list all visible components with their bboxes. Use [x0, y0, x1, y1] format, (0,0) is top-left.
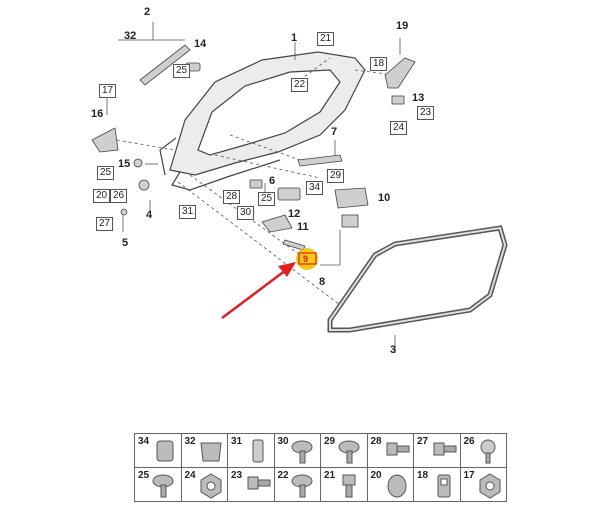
- callout-11: 11: [297, 221, 309, 233]
- callout-box-25-b: 25: [97, 166, 115, 180]
- table-cell: 21: [320, 467, 368, 502]
- table-cell: 27: [413, 433, 461, 468]
- table-cell: 31: [227, 433, 275, 468]
- part-number: 20: [370, 470, 382, 481]
- callout-box-34: 34: [306, 181, 324, 195]
- part-number: 32: [184, 436, 196, 447]
- sleeve-icon: [200, 442, 222, 462]
- callout-box-18: 18: [370, 57, 388, 71]
- callout-32: 32: [124, 30, 137, 42]
- part-number: 34: [138, 436, 150, 447]
- grommet-icon: [252, 439, 263, 463]
- callout-box-30: 30: [237, 206, 255, 220]
- part-number: 22: [277, 470, 289, 481]
- callout-box-29: 29: [327, 169, 345, 183]
- callout-box-20: 20: [93, 189, 111, 203]
- table-cell: 29: [320, 433, 368, 468]
- bolt-icon: [247, 476, 270, 490]
- fastener-reference-table: 34 32 31 30 29 28 27 26 25 24 23 22 21 2…: [134, 433, 507, 502]
- callout-9: 9: [303, 254, 309, 264]
- callout-2: 2: [144, 6, 151, 18]
- callout-box-25-c: 25: [258, 192, 276, 206]
- part-number: 28: [370, 436, 382, 447]
- table-row: 34 32 31 30 29 28 27 26: [134, 433, 507, 468]
- part-number: 26: [463, 436, 475, 447]
- callout-10: 10: [378, 192, 391, 204]
- part-number: 30: [277, 436, 289, 447]
- table-cell: 25: [134, 467, 182, 502]
- door-seal: [327, 225, 508, 333]
- callout-5: 5: [122, 237, 129, 249]
- callout-3: 3: [390, 344, 397, 356]
- callout-box-21: 21: [317, 32, 335, 46]
- table-cell: 30: [273, 433, 321, 468]
- part-number: 29: [324, 436, 336, 447]
- table-cell: 34: [134, 433, 182, 468]
- nut-icon: [479, 473, 501, 499]
- callout-box-26: 26: [110, 189, 128, 203]
- callout-12: 12: [288, 208, 301, 220]
- callout-19: 19: [396, 20, 409, 32]
- callout-16: 16: [91, 108, 104, 120]
- plug-icon: [387, 474, 407, 498]
- flange-bolt-icon: [291, 474, 313, 498]
- part-number: 25: [138, 470, 150, 481]
- part-number: 27: [417, 436, 429, 447]
- table-cell: 23: [227, 467, 275, 502]
- table-row: 25 24 23 22 21 20 18 17: [134, 467, 507, 502]
- part-number: 24: [184, 470, 196, 481]
- part-number: 23: [231, 470, 243, 481]
- flange-bolt-icon: [291, 440, 313, 464]
- callout-1: 1: [291, 32, 298, 44]
- screw-icon: [480, 439, 496, 464]
- table-cell: 32: [180, 433, 228, 468]
- callout-6: 6: [269, 175, 276, 187]
- clip-icon: [156, 440, 173, 462]
- table-cell: 26: [459, 433, 507, 468]
- part-number: 21: [324, 470, 336, 481]
- clip-icon: [437, 474, 450, 498]
- callout-box-31: 31: [179, 205, 197, 219]
- callout-15: 15: [118, 158, 131, 170]
- callout-box-28: 28: [223, 190, 241, 204]
- flange-bolt-icon: [152, 474, 173, 498]
- callout-box-25: 25: [173, 64, 191, 78]
- red-pointer-arrow: [221, 262, 296, 319]
- callout-box-24: 24: [390, 121, 408, 135]
- callout-7: 7: [331, 126, 338, 138]
- part-number: 31: [231, 436, 243, 447]
- callout-box-17: 17: [99, 84, 117, 98]
- callout-8: 8: [319, 276, 326, 288]
- part-number: 17: [463, 470, 475, 481]
- bolt-icon: [433, 442, 456, 456]
- table-cell: 18: [413, 467, 461, 502]
- bolt-icon: [386, 442, 410, 456]
- callout-box-23: 23: [417, 106, 435, 120]
- table-cell: 20: [366, 467, 414, 502]
- small-parts: [91, 44, 416, 251]
- table-cell: 17: [459, 467, 507, 502]
- part-number: 18: [417, 470, 429, 481]
- flange-bolt-icon: [338, 440, 359, 464]
- callout-4: 4: [146, 209, 153, 221]
- callout-13: 13: [412, 92, 425, 104]
- callout-box-27: 27: [96, 217, 114, 231]
- callout-14: 14: [194, 38, 207, 50]
- solid-leaders: [106, 22, 401, 353]
- callout-box-22: 22: [291, 78, 309, 92]
- table-cell: 28: [366, 433, 414, 468]
- table-cell: 24: [180, 467, 228, 502]
- bolt-icon: [342, 474, 355, 498]
- nut-icon: [200, 473, 222, 499]
- table-cell: 22: [273, 467, 321, 502]
